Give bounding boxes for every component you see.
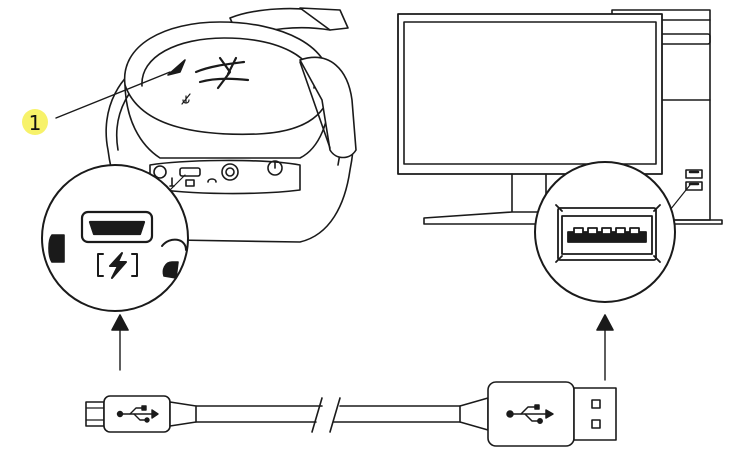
step-number: 1 <box>29 111 42 135</box>
up-arrow-icon <box>597 315 613 380</box>
usb-cable <box>86 382 616 446</box>
up-arrow-icon <box>112 315 128 370</box>
step-badge: 1 <box>22 109 48 135</box>
cable-break-icon <box>312 398 340 432</box>
micro-usb-port-zoom <box>42 165 188 311</box>
